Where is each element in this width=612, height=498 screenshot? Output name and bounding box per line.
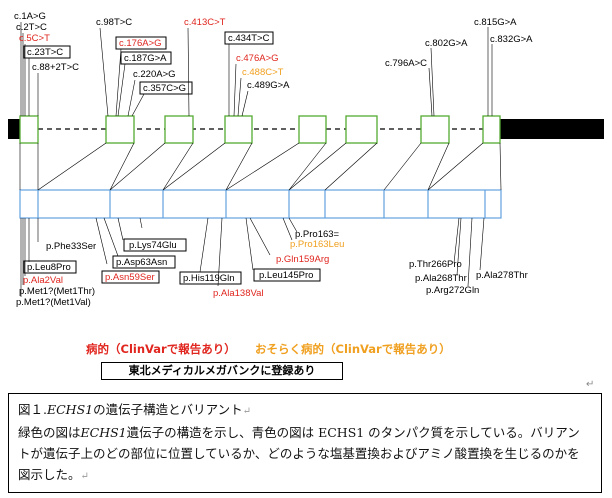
gene-variant: c.1A>G [14,11,46,22]
registered-box [101,270,160,284]
protein-leader-lines [20,217,485,297]
exon-5 [298,115,327,144]
protein-variant: p.Ala138Val [213,288,264,299]
protein-variant: p.Met1?(Met1Thr) [19,286,95,297]
exon-4 [224,115,253,144]
paragraph-mark: ↵ [586,379,595,390]
gene-variant: c.5C>T [19,33,50,44]
registered-box [120,51,172,65]
protein-variant: p.Ala278Thr [476,270,528,281]
exon-3 [164,115,194,144]
protein-variant: p.Pro163= [295,229,340,240]
protein-variant: p.Gln159Arg [276,254,329,265]
gene-variant: c.220A>G [133,69,176,80]
legend-pathogenic: 病的（ClinVarで報告あり） [86,342,236,356]
exon-2 [105,115,135,144]
protein-structure [19,189,502,219]
protein-variant: p.Lys74Glu [129,240,177,251]
exon-1 [19,115,39,144]
registered-box [179,271,242,285]
gene-variant: c.815G>A [474,17,517,28]
gene-variant: c.832G>A [490,34,533,45]
registered-box [115,36,167,50]
registered-box [224,31,274,45]
caption-title: 図１.ECHS1の遺伝子構造とバリアント↵ [18,402,251,417]
registered-box [253,268,321,282]
registered-box [112,255,176,269]
gene-variant: c.489G>A [247,80,290,91]
protein-variant: p.Arg272Gln [426,285,479,296]
protein-variant: p.Ala2Val [23,275,63,286]
protein-variant: p.Phe33Ser [46,241,96,252]
gene-variant: c.23T>C [27,47,63,58]
gene-variant: c.802G>A [425,38,468,49]
protein-bar [19,189,502,219]
protein-variant-labels: p.Met1?(Met1Val) p.Met1?(Met1Thr) p.Ala2… [16,229,528,308]
gene-leader-lines [20,22,493,117]
caption-body: 緑色の図はECHS1遺伝子の構造を示し、青色の図は ECHS1 のタンパク質を示… [18,425,580,482]
exon-8 [482,115,501,144]
legend-likely-pathogenic: おそらく病的（ClinVarで報告あり） [255,342,451,356]
legend-registered: 東北メディカルメガバンクに登録あり [101,362,343,380]
gene-variant: c.434T>C [228,33,270,44]
registered-box [139,81,193,95]
gene-variant: c.488C>T [242,67,284,78]
protein-variant: p.Asp63Asn [116,257,167,268]
gene-variant: c.476A>G [236,53,279,64]
exon-6 [345,115,378,144]
gene-variant: c.796A>C [385,58,427,69]
protein-variant: p.Met1?(Met1Val) [16,297,91,308]
utr-5-block [8,119,20,139]
gene-structure [8,115,604,144]
echs1-variant-diagram: c.1A>G c.2T>C c.5C>T c.23T>C c.88+2T>C c… [8,11,604,308]
gene-variant: c.2T>C [16,22,47,33]
protein-variant: p.Asn59Ser [105,272,155,283]
gene-variant: c.176A>G [119,38,162,49]
registered-box [123,238,187,252]
protein-variant: p.Pro163Leu [290,239,344,250]
exon-7 [420,115,450,144]
registered-box [23,45,71,59]
gene-variant: c.413C>T [184,17,226,28]
utr-3-block [500,119,604,139]
protein-variant: p.His119Gln [183,273,235,284]
figure-caption: 図１.ECHS1の遺伝子構造とバリアント↵ 緑色の図はECHS1遺伝子の構造を示… [8,393,602,493]
registered-box [23,260,77,274]
mapping-lines [19,142,502,191]
protein-variant: p.Ala268Thr [415,273,467,284]
gene-variant: c.88+2T>C [32,62,79,73]
gene-variant-labels: c.1A>G c.2T>C c.5C>T c.23T>C c.88+2T>C c… [14,11,533,95]
gene-variant: c.98T>C [96,17,132,28]
protein-variant: p.Thr266Pro [409,259,462,270]
gene-variant: c.187G>A [124,53,167,64]
gene-variant: c.357C>G [143,83,186,94]
protein-variant: p.Leu8Pro [27,262,71,273]
protein-variant: p.Leu145Pro [259,270,313,281]
